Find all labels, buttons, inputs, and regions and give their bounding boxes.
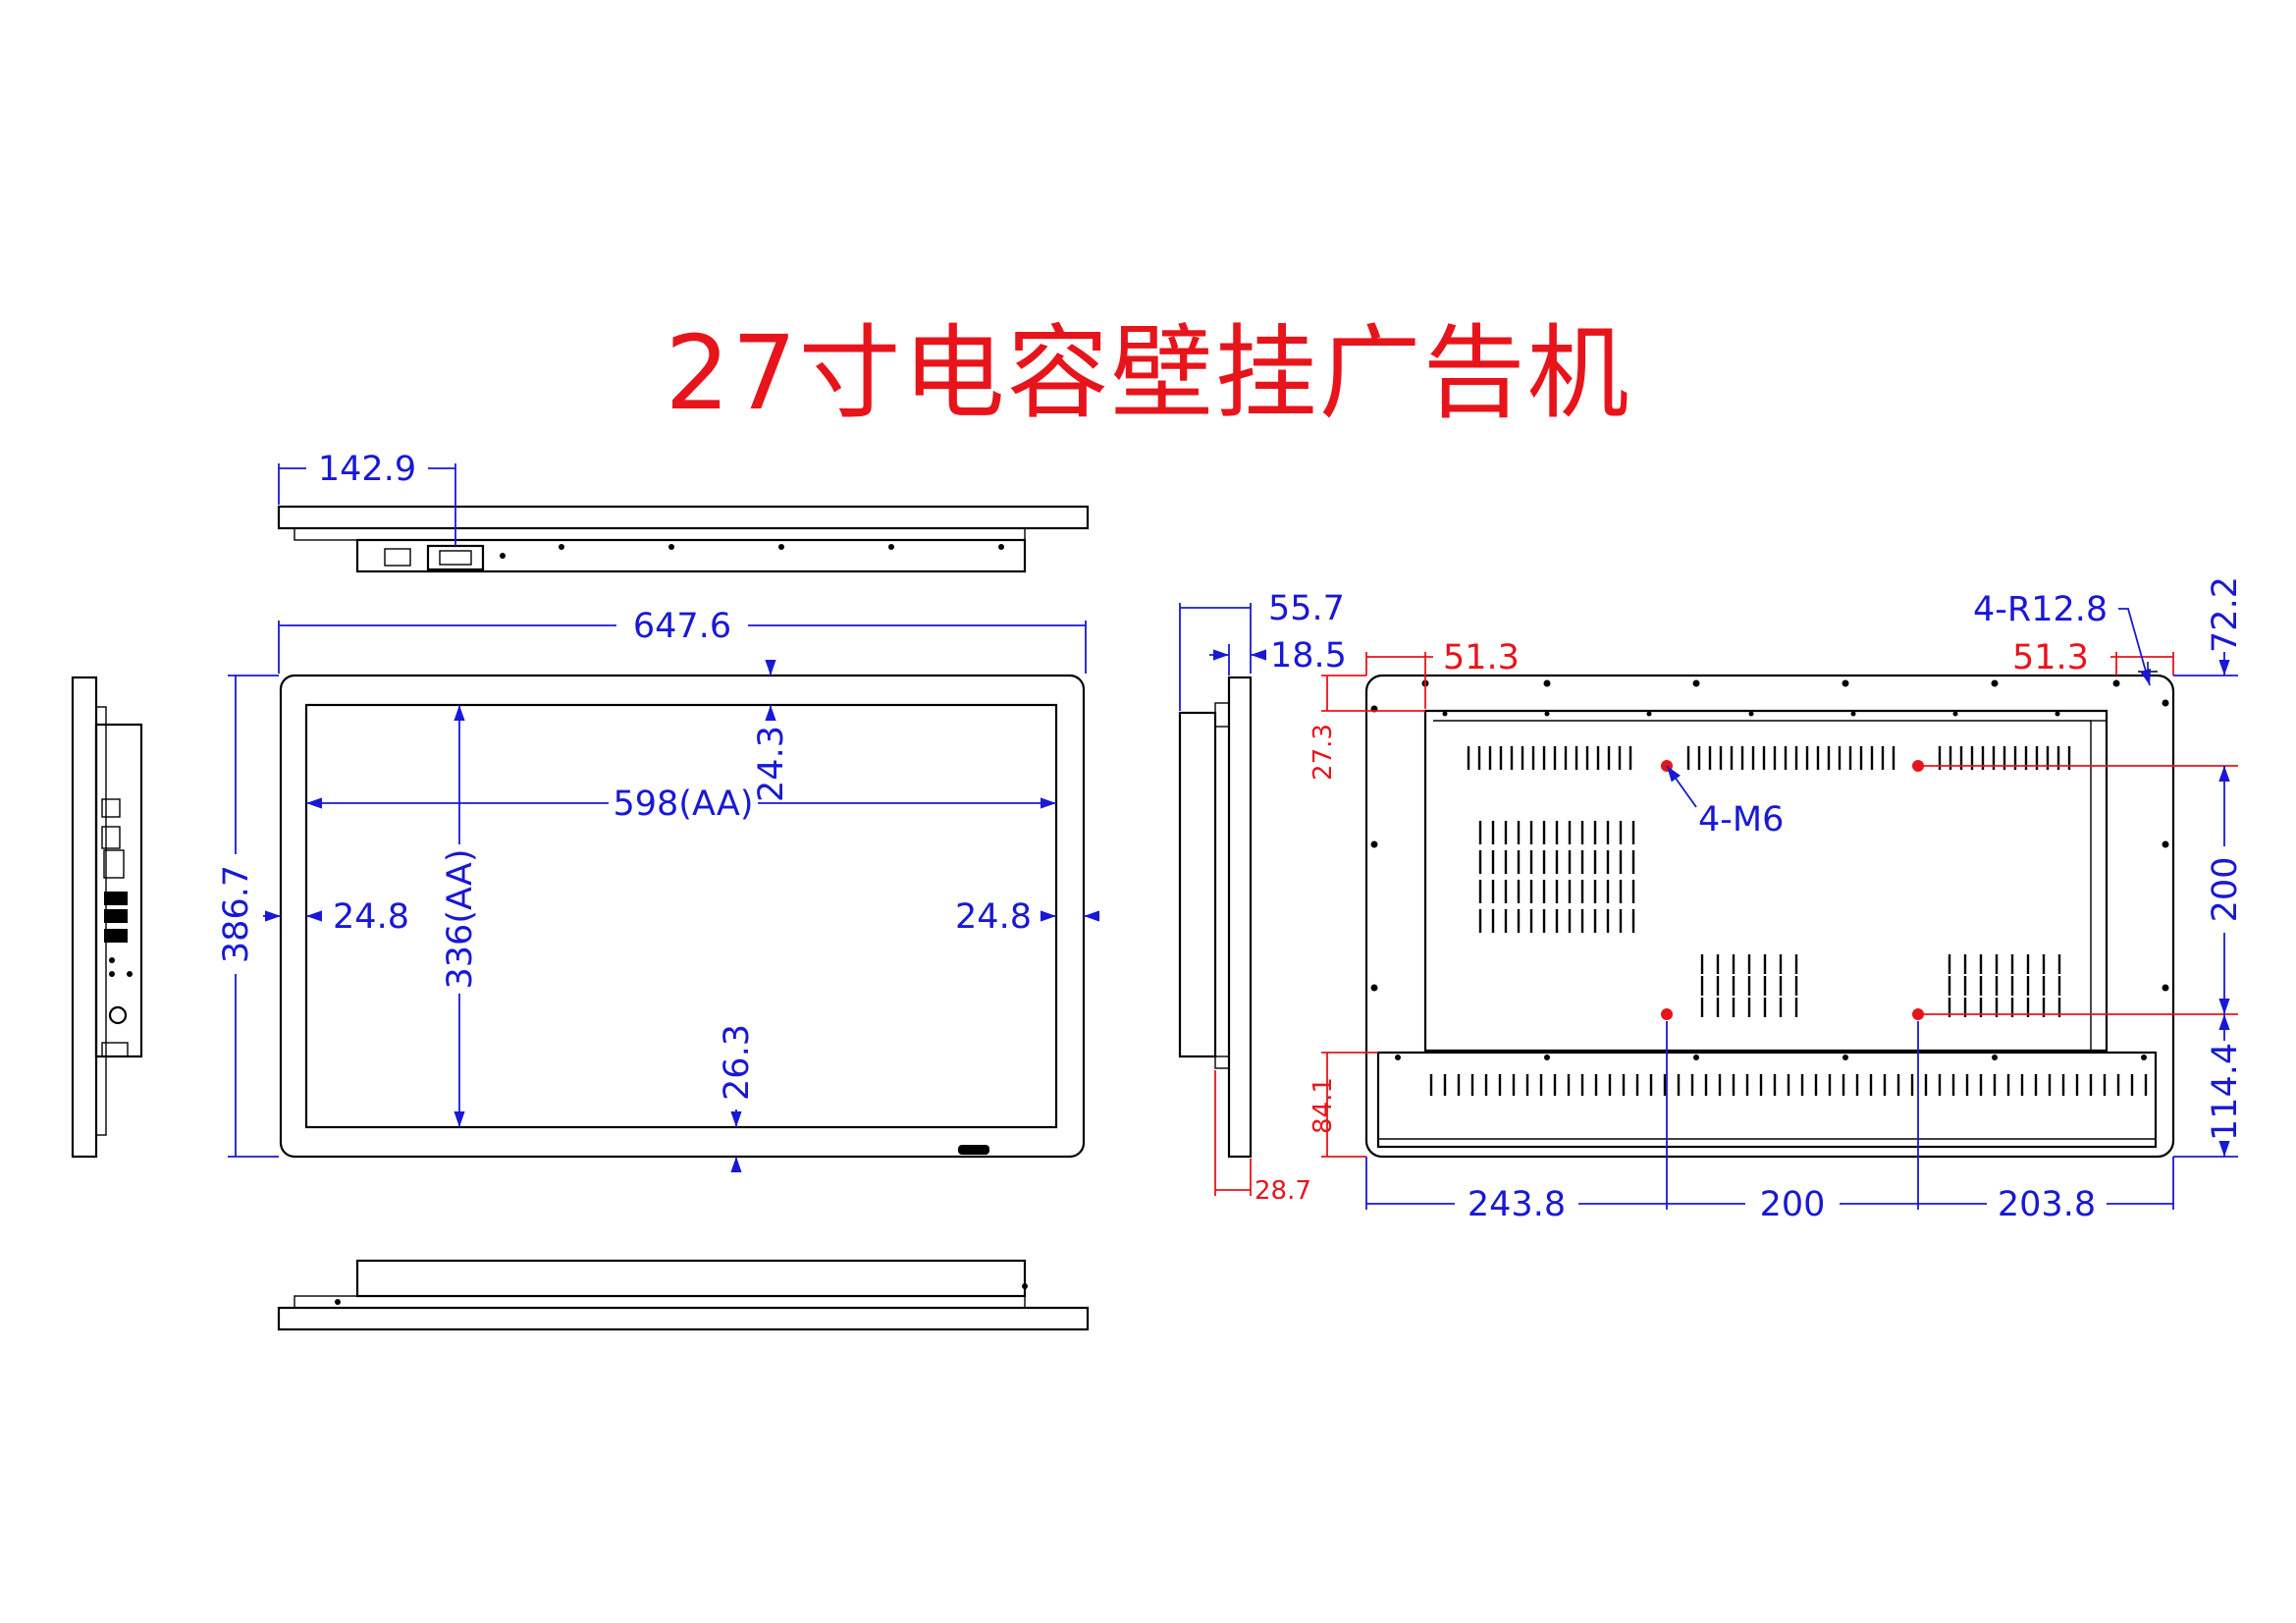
mount-hole-bl [1661,1008,1673,1020]
side-view [1178,676,1253,1159]
label-336-aa: 336(AA) [441,849,480,990]
label-28-7: 28.7 [1255,1176,1311,1206]
dim-bezel-depth: 18.5 [1209,636,1347,676]
label-26-3: 26.3 [718,1024,757,1101]
dim-bottom-panel: 84.1 [1308,1052,1378,1158]
label-647-6: 647.6 [633,607,731,646]
dim-bottom-to-hole: 114.4 [2173,1014,2245,1158]
left-side-view [71,676,143,1159]
label-51-3-left: 51.3 [1443,638,1520,677]
dim-left-corner: 51.3 [1365,638,1520,709]
label-24-8-left: 24.8 [333,897,409,937]
dim-hole-top-offset: 27.3 [1308,675,1425,781]
top-view [277,505,1090,573]
drawing-title: 27寸电容壁挂广告机 [665,313,1631,433]
label-243-8: 243.8 [1468,1185,1566,1224]
label-142-9: 142.9 [318,450,416,489]
label-55-7: 55.7 [1268,589,1345,628]
dim-total-depth: 55.7 [1179,589,1345,711]
label-200-vertical: 200 [2206,857,2245,923]
dim-active-width: 598(AA) [306,784,1056,824]
label-386-7: 386.7 [217,865,256,963]
dim-hole-to-right: 203.8 [1918,1157,2174,1224]
label-51-3-right: 51.3 [2012,638,2089,677]
dim-left-border: 24.8 [263,897,409,937]
label-4-r12-8: 4-R12.8 [1973,590,2108,629]
dim-right-corner: 51.3 [2012,638,2174,677]
bottom-view [277,1259,1090,1331]
dim-overall-height: 386.7 [217,675,279,1158]
dim-vesa-horizontal: 200 [1667,1021,1919,1224]
dim-offset-bottom: 28.7 [1214,1070,1311,1206]
label-18-5: 18.5 [1270,636,1347,676]
label-84-1: 84.1 [1308,1077,1338,1134]
dim-active-height: 336(AA) [441,705,480,1127]
dim-mount-holes: 4-M6 [1666,765,1784,839]
vent-slots-bottom [1429,1074,2148,1096]
dim-right-border: 24.8 [955,897,1100,937]
dim-overall-width: 647.6 [278,607,1087,674]
vent-slots-mid [1478,821,1635,933]
label-24-8-right: 24.8 [955,897,1032,937]
label-203-8: 203.8 [1998,1185,2096,1224]
label-27-3: 27.3 [1308,724,1338,781]
label-24-3: 24.3 [752,726,791,802]
label-4-m6: 4-M6 [1698,800,1784,839]
dim-corner-radius: 4-R12.8 [1973,590,2152,686]
dim-vesa-vertical: 200 [1918,765,2245,1015]
dim-bottom-border: 26.3 [718,1024,757,1173]
rear-view [1364,662,2175,1159]
vent-slots-low [1700,954,2061,1017]
label-114-4: 114.4 [2206,1043,2245,1141]
dim-left-to-hole: 243.8 [1365,1021,1668,1224]
label-598-aa: 598(AA) [614,784,754,824]
dim-top-to-hole: 72.2 [2173,576,2245,783]
vent-slots-top [1467,746,2071,770]
label-200-horizontal: 200 [1760,1185,1826,1224]
dim-top-border: 24.3 [752,659,791,802]
dim-top-depth: 142.9 [278,450,456,546]
label-72-2: 72.2 [2206,576,2245,653]
